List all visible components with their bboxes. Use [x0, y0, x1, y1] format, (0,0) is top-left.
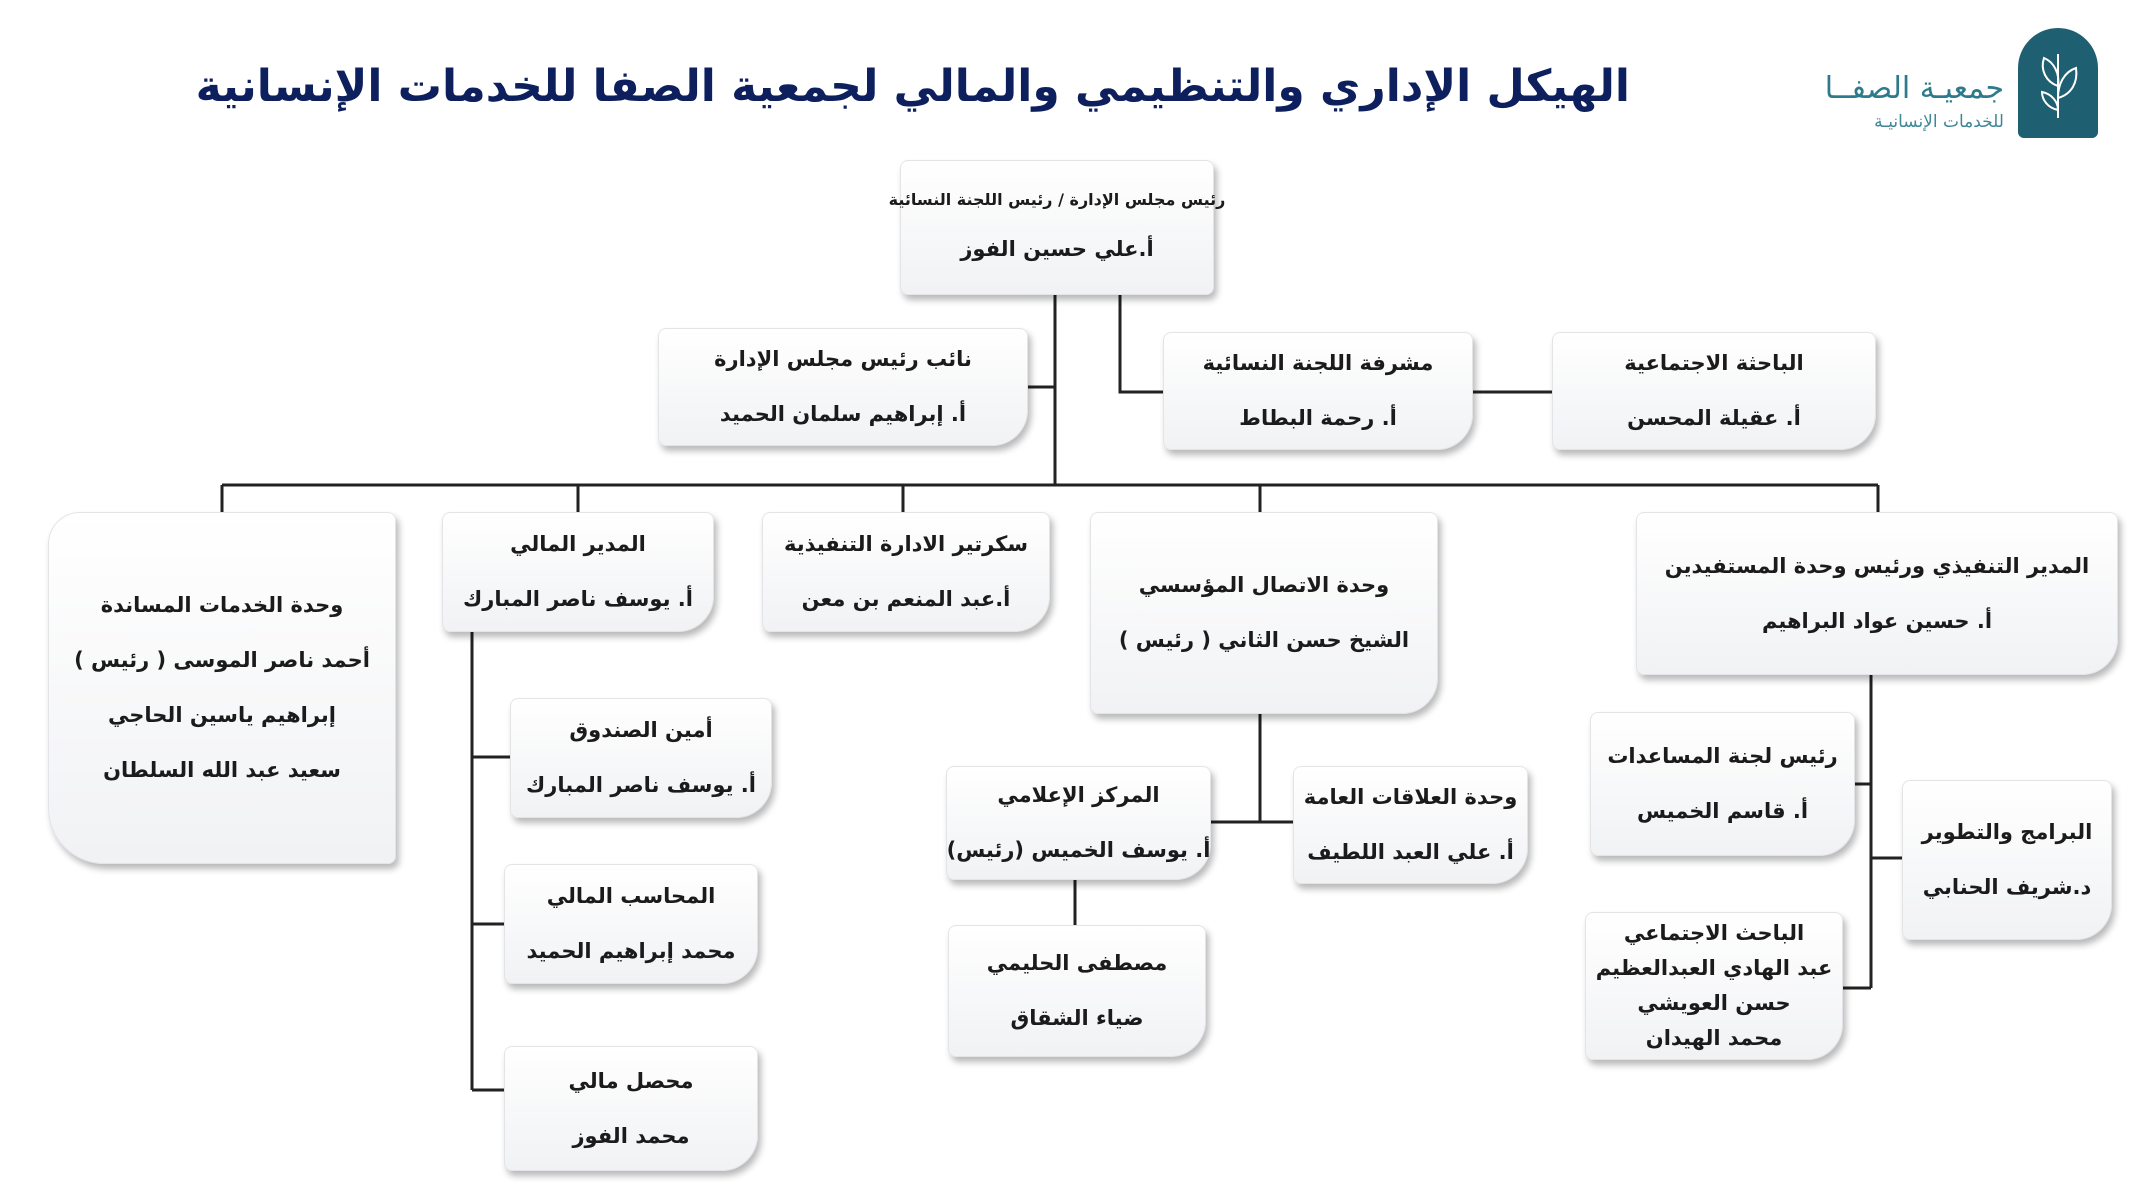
logo-subtitle: للخدمات الإنسانيـة	[1874, 112, 2004, 132]
executive-secretary-name: أ.عبد المنعم بن معن	[801, 587, 1011, 611]
executive-secretary-box: سكرتير الادارة التنفيذية أ.عبد المنعم بن…	[762, 512, 1050, 632]
collector-box: محصل مالي محمد الفوز	[504, 1046, 758, 1171]
financial-manager-box: المدير المالي أ. يوسف ناصر المبارك	[442, 512, 714, 632]
corporate-communication-name: الشيخ حسن الثاني ( رئيس )	[1118, 628, 1410, 652]
accountant-role: المحاسب المالي	[546, 884, 716, 908]
social-researchers-member: حسن العويشي	[1637, 991, 1791, 1015]
media-center-role: المركز الإعلامي	[997, 783, 1160, 807]
women-supervisor-role: مشرفة اللجنة النسائية	[1202, 351, 1434, 375]
social-researchers-member: محمد الهيدان	[1645, 1026, 1783, 1050]
support-services-box: وحدة الخدمات المساندة أحمد ناصر الموسى (…	[48, 512, 396, 864]
support-services-member: سعيد عبد الله السلطان	[103, 758, 341, 782]
vice-chairman-role: نائب رئيس مجلس الإدارة	[714, 347, 972, 371]
chairman-role: رئيس مجلس الإدارة / رئيس اللجنة النسائية	[888, 190, 1226, 209]
page-title: الهيكل الإداري والتنظيمي والمالي لجمعية …	[195, 61, 1630, 112]
programs-development-role: البرامج والتطوير	[1921, 820, 2093, 844]
chairman-name: أ.علي حسين الفوز	[960, 237, 1154, 261]
media-staff-member: ضياء الشقاق	[1010, 1006, 1144, 1030]
vice-chairman-box: نائب رئيس مجلس الإدارة أ. إبراهيم سلمان …	[658, 328, 1028, 446]
social-researchers-role: الباحث الاجتماعي	[1623, 921, 1805, 945]
accountant-box: المحاسب المالي محمد إبراهيم الحميد	[504, 864, 758, 984]
financial-manager-role: المدير المالي	[510, 532, 646, 556]
social-researcher-female-role: الباحثة الاجتماعية	[1624, 351, 1804, 375]
executive-director-role: المدير التنفيذي ورئيس وحدة المستفيدين	[1664, 553, 2090, 578]
corporate-communication-role: وحدة الاتصال المؤسسي	[1138, 573, 1390, 597]
public-relations-role: وحدة العلاقات العامة	[1303, 785, 1518, 809]
aid-committee-name: أ. قاسم الخميس	[1636, 799, 1809, 823]
aid-committee-role: رئيس لجنة المساعدات	[1607, 744, 1838, 768]
media-center-box: المركز الإعلامي أ. يوسف الخميس (رئيس)	[946, 766, 1211, 880]
public-relations-box: وحدة العلاقات العامة أ. علي العبد اللطيف	[1293, 766, 1528, 884]
corporate-communication-box: وحدة الاتصال المؤسسي الشيخ حسن الثاني ( …	[1090, 512, 1438, 714]
vice-chairman-name: أ. إبراهيم سلمان الحميد	[719, 402, 967, 426]
public-relations-name: أ. علي العبد اللطيف	[1307, 840, 1514, 864]
support-services-member: أحمد ناصر الموسى ( رئيس )	[74, 648, 370, 672]
treasurer-role: أمين الصندوق	[569, 718, 713, 742]
women-supervisor-box: مشرفة اللجنة النسائية أ. رحمة البطاط	[1163, 332, 1473, 450]
media-staff-member: مصطفى الحليمي	[986, 951, 1168, 975]
aid-committee-box: رئيس لجنة المساعدات أ. قاسم الخميس	[1590, 712, 1855, 856]
organization-logo: جمعيـة الصفــا للخدمات الإنسانيـة	[1800, 22, 2100, 142]
media-center-name: أ. يوسف الخميس (رئيس)	[946, 838, 1211, 862]
support-services-role: وحدة الخدمات المساندة	[100, 593, 344, 617]
social-researchers-member: عبد الهادي العبدالعظيم	[1595, 956, 1833, 980]
logo-name: جمعيـة الصفــا	[1824, 71, 2004, 106]
social-researcher-female-name: أ. عقيلة المحسن	[1627, 406, 1801, 430]
collector-name: محمد الفوز	[572, 1123, 690, 1148]
executive-secretary-role: سكرتير الادارة التنفيذية	[783, 532, 1029, 556]
executive-director-name: أ. حسين عواد البراهيم	[1761, 608, 1993, 633]
collector-role: محصل مالي	[568, 1068, 694, 1093]
programs-development-box: البرامج والتطوير د.شريف الحنابي	[1902, 780, 2112, 940]
treasurer-box: أمين الصندوق أ. يوسف ناصر المبارك	[510, 698, 772, 818]
executive-director-box: المدير التنفيذي ورئيس وحدة المستفيدين أ.…	[1636, 512, 2118, 675]
accountant-name: محمد إبراهيم الحميد	[526, 939, 736, 963]
media-staff-box: مصطفى الحليمي ضياء الشقاق	[948, 925, 1206, 1057]
chairman-box: رئيس مجلس الإدارة / رئيس اللجنة النسائية…	[889, 160, 1225, 295]
women-supervisor-name: أ. رحمة البطاط	[1239, 406, 1397, 430]
leaf-icon	[2018, 28, 2098, 138]
social-researchers-box: الباحث الاجتماعي عبد الهادي العبدالعظيم …	[1585, 912, 1843, 1060]
treasurer-name: أ. يوسف ناصر المبارك	[526, 773, 756, 797]
financial-manager-name: أ. يوسف ناصر المبارك	[463, 587, 693, 611]
social-researcher-female-box: الباحثة الاجتماعية أ. عقيلة المحسن	[1552, 332, 1876, 450]
support-services-member: إبراهيم ياسين الحاجي	[108, 703, 336, 727]
programs-development-name: د.شريف الحنابي	[1922, 875, 2092, 899]
